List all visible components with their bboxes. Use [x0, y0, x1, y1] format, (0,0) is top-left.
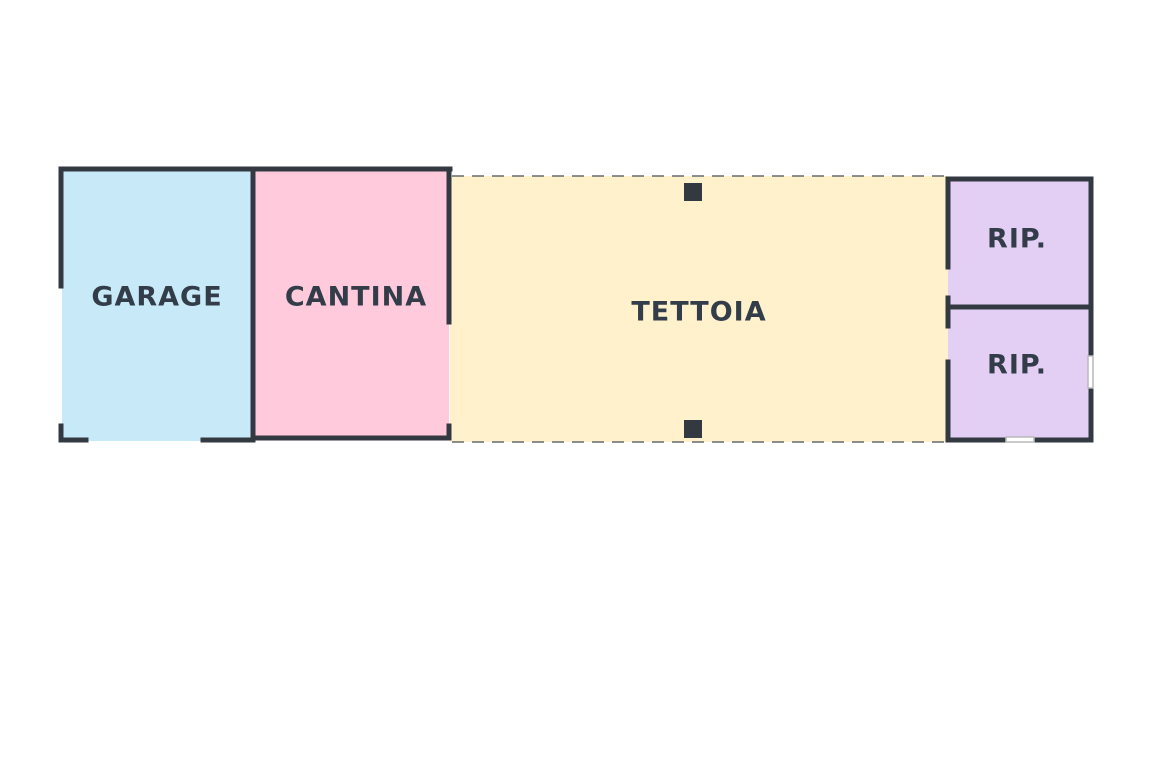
windows — [1005, 355, 1094, 443]
walls — [58, 166, 1094, 443]
garage-label: GARAGE — [91, 282, 222, 313]
rip-top-area — [948, 180, 1090, 306]
rip-bottom-area — [948, 308, 1090, 440]
tettoia-open-edges — [452, 175, 946, 443]
room-fills — [62, 170, 1090, 442]
rip-bottom-label: RIP. — [987, 350, 1047, 381]
cantina-label: CANTINA — [285, 282, 427, 313]
window-rip-bottom — [1005, 436, 1035, 443]
window-rip-right — [1087, 355, 1094, 389]
pillars — [684, 183, 702, 438]
room-labels: GARAGE CANTINA TETTOIA RIP. RIP. — [91, 224, 1047, 381]
tettoia-area — [450, 176, 948, 442]
pillar-top — [684, 183, 702, 201]
pillar-bottom — [684, 420, 702, 438]
cantina-area — [254, 170, 449, 439]
tettoia-label: TETTOIA — [631, 297, 766, 328]
rip-top-label: RIP. — [987, 224, 1047, 255]
garage-area — [62, 170, 252, 441]
